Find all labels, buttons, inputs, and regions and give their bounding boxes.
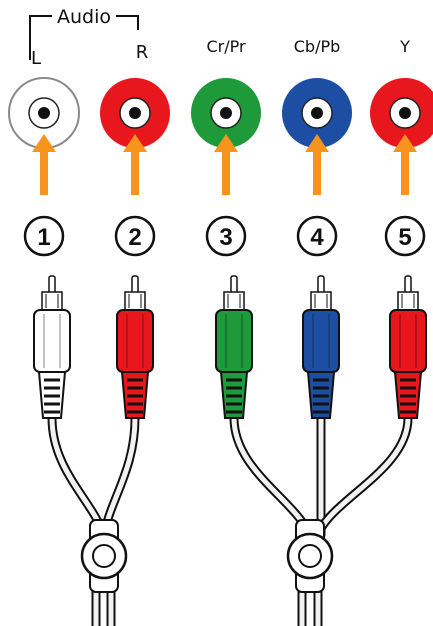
- audio-title: Audio: [57, 6, 111, 28]
- rca-plug: [389, 275, 427, 419]
- jack-1: 1: [8, 77, 80, 257]
- jack-pin: [399, 107, 411, 119]
- jack-5: 5: [370, 78, 433, 257]
- audio-cable: [33, 275, 154, 626]
- component-video-cable: [215, 275, 427, 626]
- arrow-up-icon: [393, 134, 417, 195]
- rca-plug: [302, 275, 340, 419]
- jack-pin: [311, 107, 323, 119]
- arrow-up-icon: [32, 134, 56, 195]
- number-badge: 3: [205, 215, 247, 257]
- arrow-up-icon: [123, 134, 147, 195]
- jack-label-3: Cr/Pr: [206, 37, 246, 56]
- jack-number: 3: [219, 224, 232, 251]
- jack-pin: [220, 107, 232, 119]
- cables: [33, 275, 427, 626]
- jack-number: 5: [398, 224, 411, 251]
- arrow-up-icon: [214, 134, 238, 195]
- arrow-up-icon: [305, 134, 329, 195]
- number-badge: 5: [384, 215, 426, 257]
- jack-3: 3: [191, 78, 261, 257]
- jack-label-5: Y: [399, 37, 410, 56]
- jack-number: 1: [37, 224, 50, 251]
- number-badge: 4: [296, 215, 338, 257]
- jacks-row: 1 2 3 4 5: [8, 77, 433, 257]
- jack-2: 2: [100, 78, 170, 257]
- audio-right-label: R: [136, 42, 149, 63]
- jack-number: 2: [128, 224, 141, 251]
- cable-splitter: [286, 519, 334, 593]
- rca-plug: [215, 275, 253, 419]
- jack-number: 4: [310, 224, 324, 251]
- cable-splitter: [80, 519, 128, 593]
- jack-4: 4: [282, 78, 352, 257]
- jack-label-4: Cb/Pb: [294, 37, 341, 56]
- jack-pin: [129, 107, 141, 119]
- audio-bracket: Audio L R: [29, 6, 149, 69]
- jack-pin: [38, 107, 50, 119]
- audio-left-label: L: [31, 48, 41, 69]
- rca-plug: [33, 275, 71, 419]
- number-badge: 2: [114, 215, 156, 257]
- number-badge: 1: [23, 215, 65, 257]
- rca-plug: [116, 275, 154, 419]
